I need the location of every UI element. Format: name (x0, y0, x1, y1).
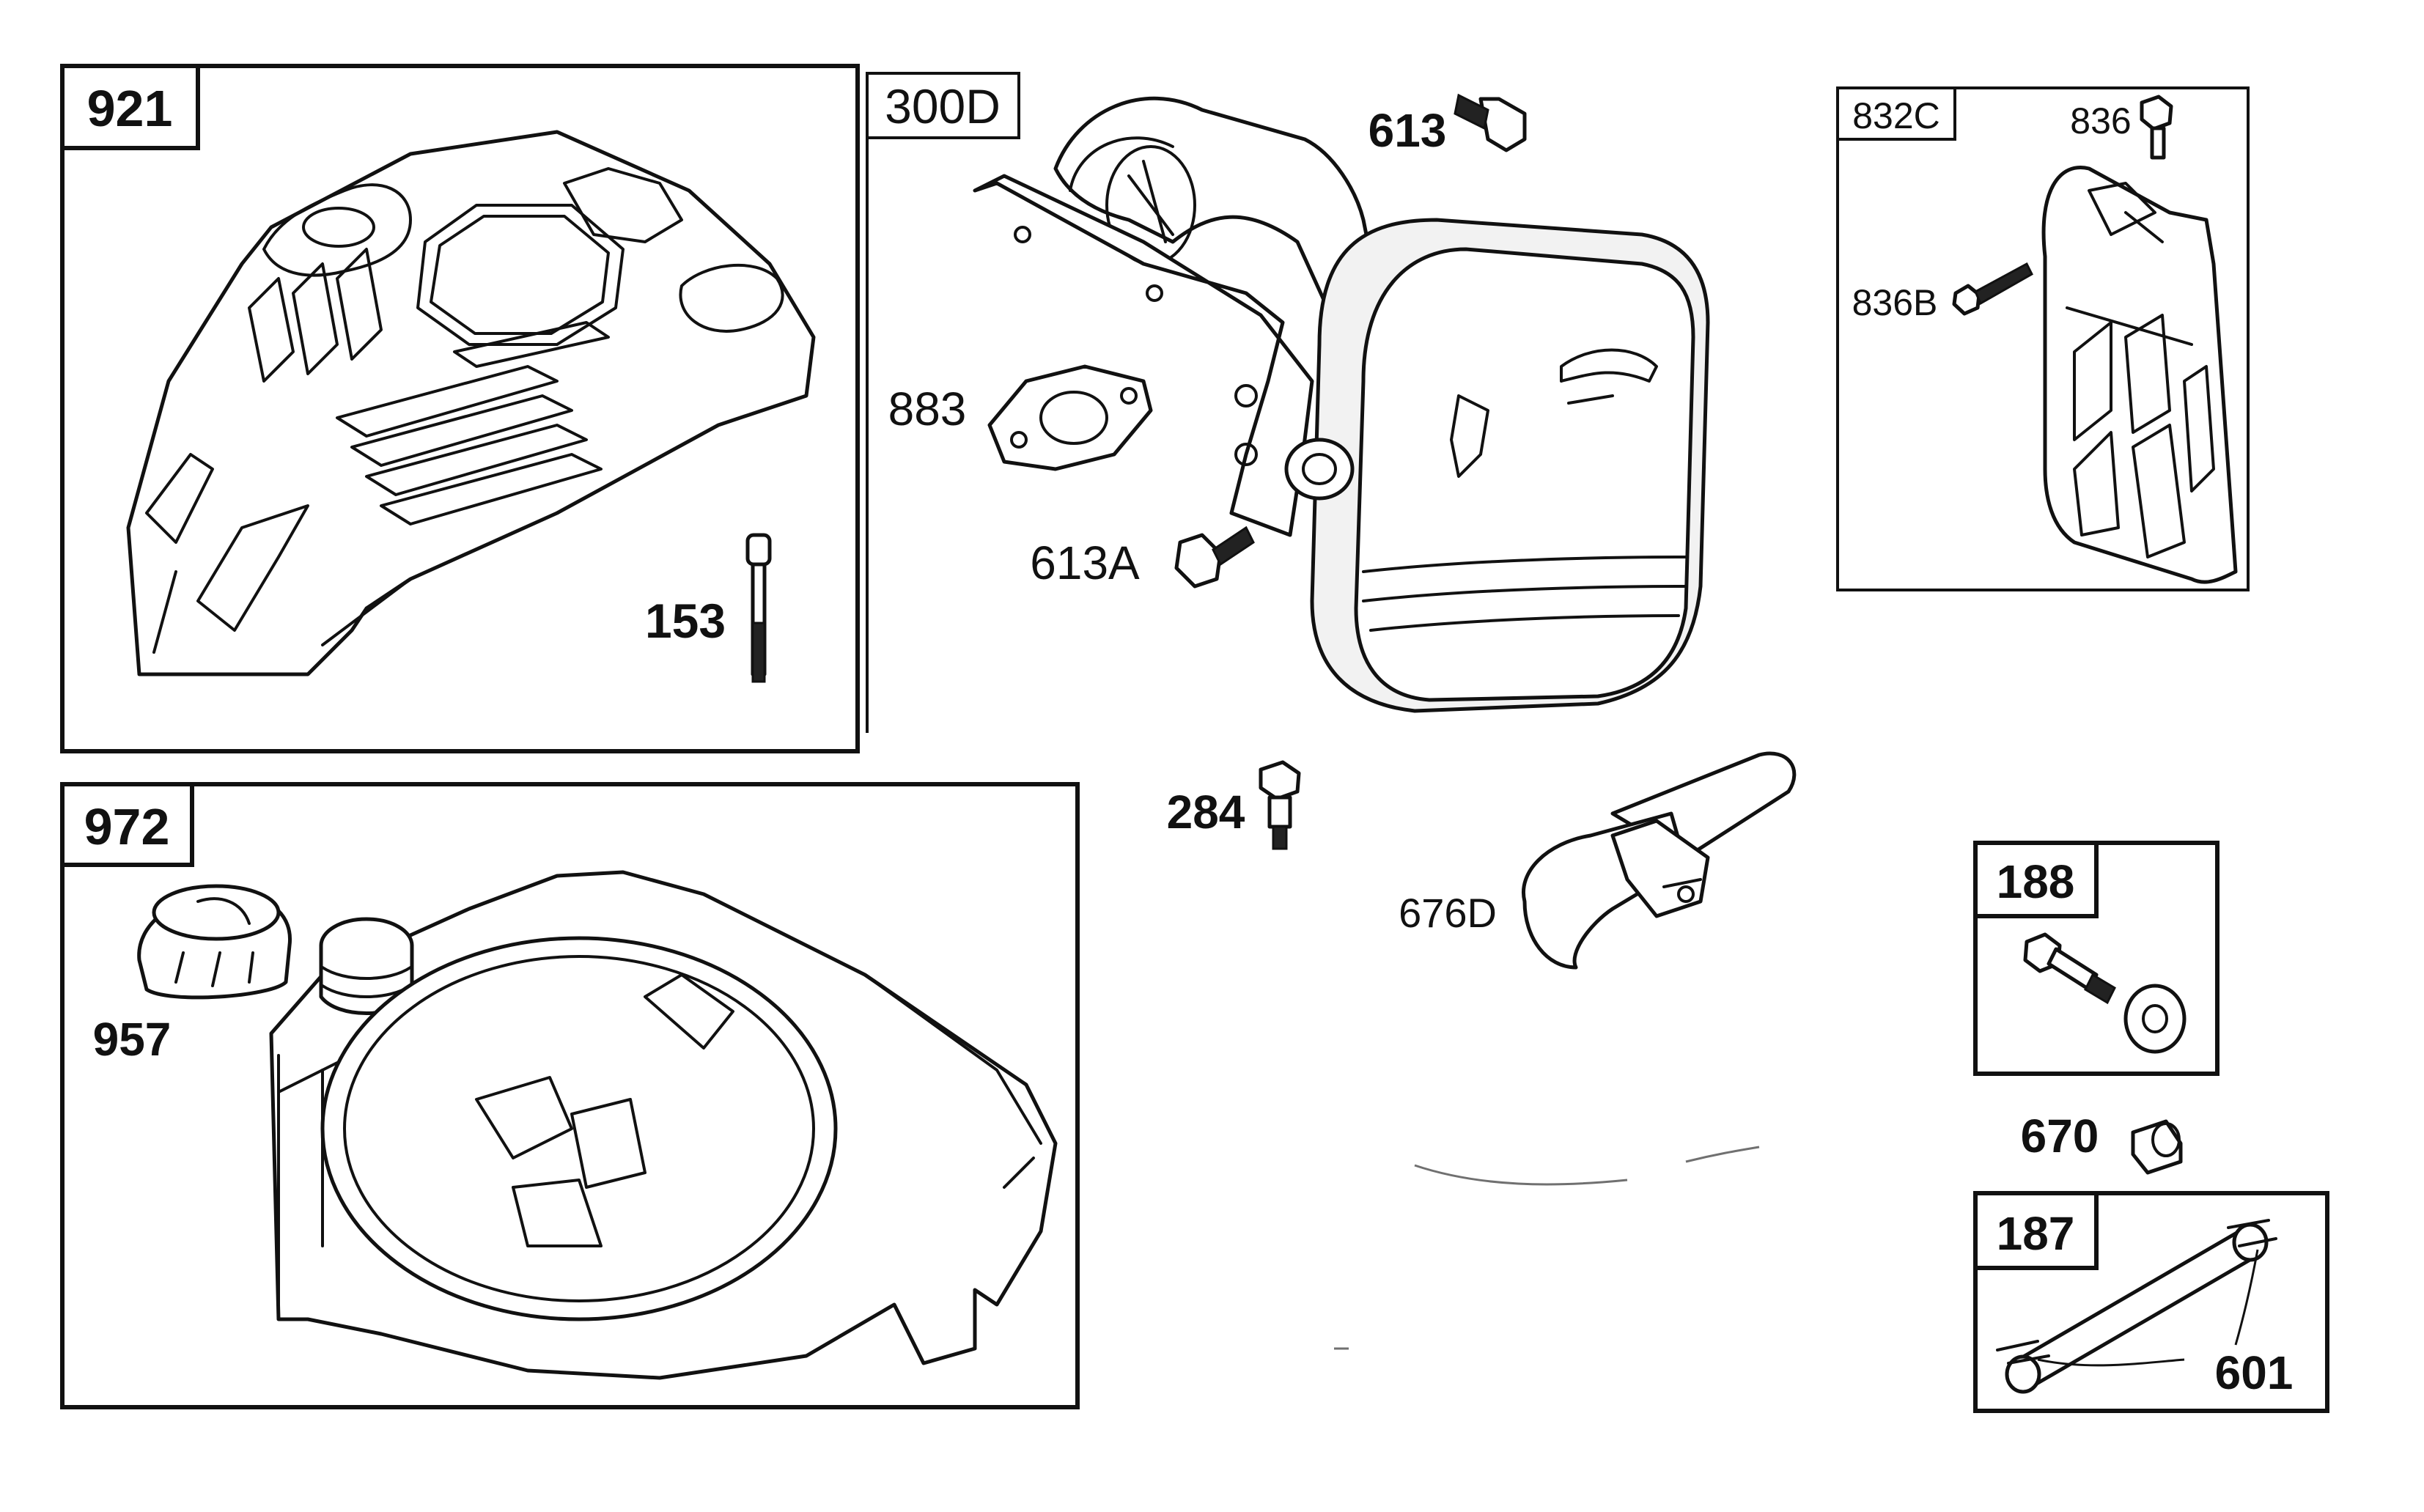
label-957: 957 (93, 1013, 172, 1066)
blower-housing-drawing (126, 130, 816, 676)
group-972: 972 957 (60, 782, 1080, 1409)
label-300D: 300D (885, 79, 1001, 133)
callout-box-300D (866, 72, 1020, 139)
gasket-883 (987, 364, 1153, 471)
callout-box-188 (1973, 841, 2099, 918)
label-836B: 836B (1852, 282, 1938, 323)
label-601: 601 (2215, 1346, 2294, 1399)
leader-601-a (2037, 1358, 2185, 1367)
frame-832C (1836, 86, 2250, 591)
frame-921 (60, 64, 860, 753)
washer-188 (2123, 984, 2187, 1054)
callout-box-972 (60, 782, 194, 867)
group-832C: 832C 836 836B (1836, 86, 2250, 591)
spacer-670 (2131, 1119, 2183, 1175)
frame-972 (60, 782, 1080, 1409)
scan-marks (1334, 1146, 1760, 1350)
screw-613 (1454, 93, 1527, 152)
label-676D: 676D (1399, 890, 1497, 936)
label-188: 188 (1997, 855, 2075, 908)
group-188: 188 (1973, 841, 2219, 1076)
frame-187 (1973, 1191, 2329, 1413)
screw-836B (1952, 262, 2033, 316)
group-187: 187 601 (1973, 1191, 2329, 1413)
screw-836 (2140, 95, 2173, 160)
label-883: 883 (888, 383, 967, 435)
fuel-cap-957 (137, 884, 292, 1000)
label-670: 670 (2021, 1110, 2099, 1162)
bolt-284 (1259, 760, 1301, 850)
fuel-line-187 (1996, 1219, 2277, 1394)
screw-613A (1174, 525, 1255, 589)
label-153: 153 (645, 594, 726, 648)
label-836: 836 (2070, 100, 2131, 141)
label-613: 613 (1368, 104, 1447, 157)
label-832C: 832C (1852, 95, 1940, 136)
label-284: 284 (1167, 786, 1245, 838)
callout-box-187 (1973, 1191, 2099, 1270)
callout-box-921 (60, 64, 200, 150)
deflector-676D (1522, 751, 1797, 970)
leader-601-b (2234, 1249, 2259, 1346)
callout-box-832C (1836, 86, 1956, 141)
label-187: 187 (1997, 1207, 2075, 1260)
bolt-153 (745, 533, 772, 683)
group-921: 921 (60, 64, 860, 753)
group-300D: 300D (866, 72, 1710, 733)
bolt-188 (2023, 932, 2116, 1005)
label-613A: 613A (1030, 536, 1140, 589)
label-972: 972 (84, 798, 170, 855)
label-921: 921 (87, 80, 173, 137)
